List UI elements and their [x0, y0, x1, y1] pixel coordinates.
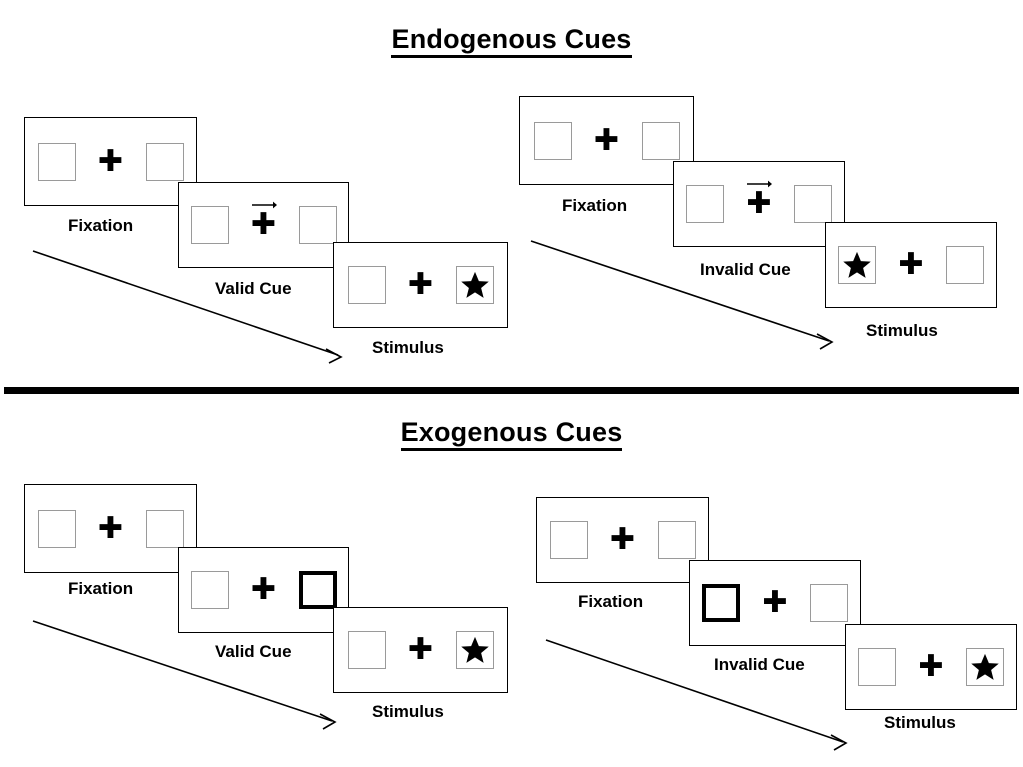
panel-endogenous-invalid-fixation: ✚: [519, 96, 694, 185]
left-box: [686, 185, 724, 223]
panel-endogenous-invalid-stimulus: ✚: [825, 222, 997, 308]
endogenous-section-title: Endogenous Cues: [0, 24, 1023, 58]
right-box-with-target: [455, 266, 494, 304]
right-box-with-target: [455, 631, 494, 669]
fixation-cross: ✚: [758, 581, 792, 625]
fixation-cross: ✚: [94, 140, 128, 184]
right-box: [145, 509, 184, 548]
fixation-cross: ✚: [404, 263, 438, 307]
fixation-cross: ✚: [590, 119, 624, 163]
plus-icon: ✚: [97, 510, 124, 546]
panel-endogenous-valid-stimulus: ✚: [333, 242, 508, 328]
left-box: [190, 571, 229, 609]
fixation-cross: ✚: [914, 645, 948, 689]
plus-icon: ✚: [762, 585, 788, 620]
panel-exogenous-invalid-fixation: ✚: [536, 497, 709, 583]
caption-endogenous-invalid-fixation: Fixation: [562, 196, 628, 215]
plus-icon: ✚: [250, 207, 277, 242]
right-box: [946, 246, 984, 284]
panel-exogenous-valid-cue: ✚: [178, 547, 349, 633]
plus-icon: ✚: [407, 267, 434, 302]
fixation-cross: ✚: [404, 628, 438, 672]
caption-endogenous-invalid-stimulus: Stimulus: [866, 321, 938, 340]
star-icon: [460, 271, 489, 298]
left-box-cued: [702, 584, 740, 622]
left-box: [37, 509, 76, 548]
caption-endogenous-valid-stimulus: Stimulus: [372, 338, 444, 357]
panel-exogenous-valid-stimulus: ✚: [333, 607, 508, 693]
star-icon: [971, 653, 999, 680]
fixation-cross: ✚: [247, 568, 281, 612]
caption-endogenous-valid-fixation: Fixation: [68, 216, 134, 235]
fixation-cross: ✚: [606, 518, 640, 562]
right-box-with-target: [966, 648, 1004, 686]
plus-icon: ✚: [609, 522, 636, 557]
right-box: [145, 142, 184, 181]
section-divider: [4, 387, 1019, 394]
left-box: [37, 142, 76, 181]
caption-exogenous-invalid-stimulus: Stimulus: [884, 713, 956, 732]
caption-endogenous-invalid-cue: Invalid Cue: [700, 260, 791, 279]
exogenous-section-title: Exogenous Cues: [0, 417, 1023, 451]
caption-exogenous-valid-fixation: Fixation: [68, 579, 134, 598]
caption-exogenous-invalid-fixation: Fixation: [578, 592, 644, 611]
right-box: [298, 206, 337, 244]
star-icon: [460, 636, 489, 663]
fixation-cross-with-cue: ✚: [742, 180, 776, 226]
panel-exogenous-invalid-stimulus: ✚: [845, 624, 1017, 710]
right-box: [657, 521, 696, 559]
plus-icon: ✚: [746, 186, 772, 221]
plus-icon: ✚: [407, 632, 434, 667]
star-icon: [843, 251, 871, 278]
fixation-cross: ✚: [894, 243, 928, 287]
panel-exogenous-valid-fixation: ✚: [24, 484, 197, 573]
plus-icon: ✚: [97, 143, 124, 179]
exogenous-section-title-text: Exogenous Cues: [400, 417, 623, 451]
right-box-cued: [298, 571, 337, 609]
panel-exogenous-invalid-cue: ✚: [689, 560, 861, 646]
panel-endogenous-valid-fixation: ✚: [24, 117, 197, 206]
plus-icon: ✚: [250, 572, 277, 607]
left-box: [347, 631, 386, 669]
endogenous-section-title-text: Endogenous Cues: [391, 24, 632, 58]
plus-icon: ✚: [898, 247, 924, 282]
left-box-with-target: [838, 246, 876, 284]
left-box: [533, 121, 572, 160]
left-box: [549, 521, 588, 559]
caption-exogenous-invalid-cue: Invalid Cue: [714, 655, 805, 674]
arrow-right-icon: [251, 201, 277, 209]
arrow-right-icon: [747, 180, 772, 188]
left-box: [347, 266, 386, 304]
plus-icon: ✚: [593, 122, 620, 158]
caption-endogenous-valid-cue: Valid Cue: [215, 279, 292, 298]
left-box: [190, 206, 229, 244]
fixation-cross: ✚: [94, 507, 128, 551]
fixation-cross-with-cue: ✚: [247, 201, 281, 247]
caption-exogenous-valid-stimulus: Stimulus: [372, 702, 444, 721]
right-box: [810, 584, 848, 622]
panel-endogenous-valid-cue: ✚: [178, 182, 349, 268]
caption-exogenous-valid-cue: Valid Cue: [215, 642, 292, 661]
left-box: [858, 648, 896, 686]
right-box: [641, 121, 680, 160]
plus-icon: ✚: [918, 649, 944, 684]
panel-endogenous-invalid-cue: ✚: [673, 161, 845, 247]
right-box: [794, 185, 832, 223]
